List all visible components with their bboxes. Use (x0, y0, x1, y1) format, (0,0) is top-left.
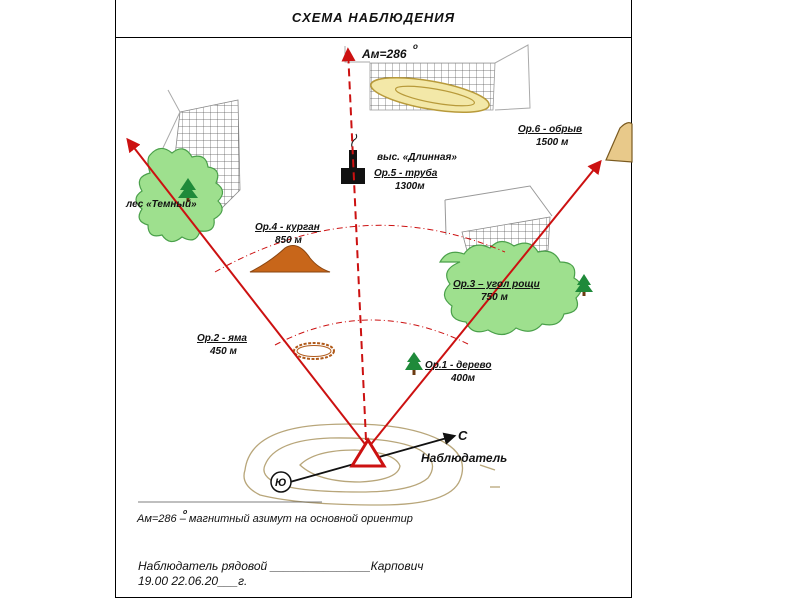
or3-dist-label: 750 м (481, 292, 508, 303)
footnote-text: Ам=286 – магнитный азимут на основной ор… (136, 513, 413, 525)
or4-dist-label: 850 м (275, 235, 302, 246)
or5-dist-label: 1300м (395, 181, 425, 192)
or1-dist-label: 400м (450, 373, 476, 384)
pit-icon (293, 342, 335, 360)
height-label: выс. «Длинная» (377, 152, 457, 163)
tree-icon (178, 178, 198, 202)
forest-label: лес «Темный» (125, 199, 197, 210)
observer-marker (349, 437, 387, 468)
tree-icon (575, 274, 593, 296)
observer-label: Наблюдатель (421, 451, 507, 465)
grove-right (438, 240, 593, 336)
tree-icon (405, 352, 423, 375)
compass-north-label: С (458, 428, 468, 443)
title-box: СХЕМА НАБЛЮДЕНИЯ (116, 0, 631, 38)
cliff-icon (605, 122, 633, 163)
date-line: 19.00 22.06.20___г. (138, 574, 248, 588)
scheme-sheet: СХЕМА НАБЛЮДЕНИЯ (115, 0, 632, 598)
footnote-degree: о (183, 509, 188, 516)
or1-name-label: Ор.1 - дерево (425, 360, 491, 371)
signature-line: Наблюдатель рядовой _______________Карпо… (138, 559, 424, 573)
or6-name-label: Ор.6 - обрыв (518, 123, 582, 135)
azimuth-top-label: Ам=286 (361, 47, 407, 61)
or3-name-label: Ор.3 – угол рощи (453, 279, 540, 290)
mound-icon (249, 245, 331, 273)
range-arcs (214, 224, 506, 346)
or2-dist-label: 450 м (209, 346, 237, 357)
compass-south-label: Ю (275, 477, 286, 489)
or6-dist-label: 1500 м (536, 137, 569, 148)
sight-rays (126, 47, 602, 449)
or4-name-label: Ор.4 - курган (255, 222, 320, 233)
or5-name-label: Ор.5 - труба (374, 167, 438, 179)
page-title: СХЕМА НАБЛЮДЕНИЯ (291, 10, 456, 25)
or2-name-label: Ор.2 - яма (197, 333, 247, 344)
hatched-area-top (344, 44, 531, 114)
azimuth-top-degree: о (413, 42, 418, 51)
